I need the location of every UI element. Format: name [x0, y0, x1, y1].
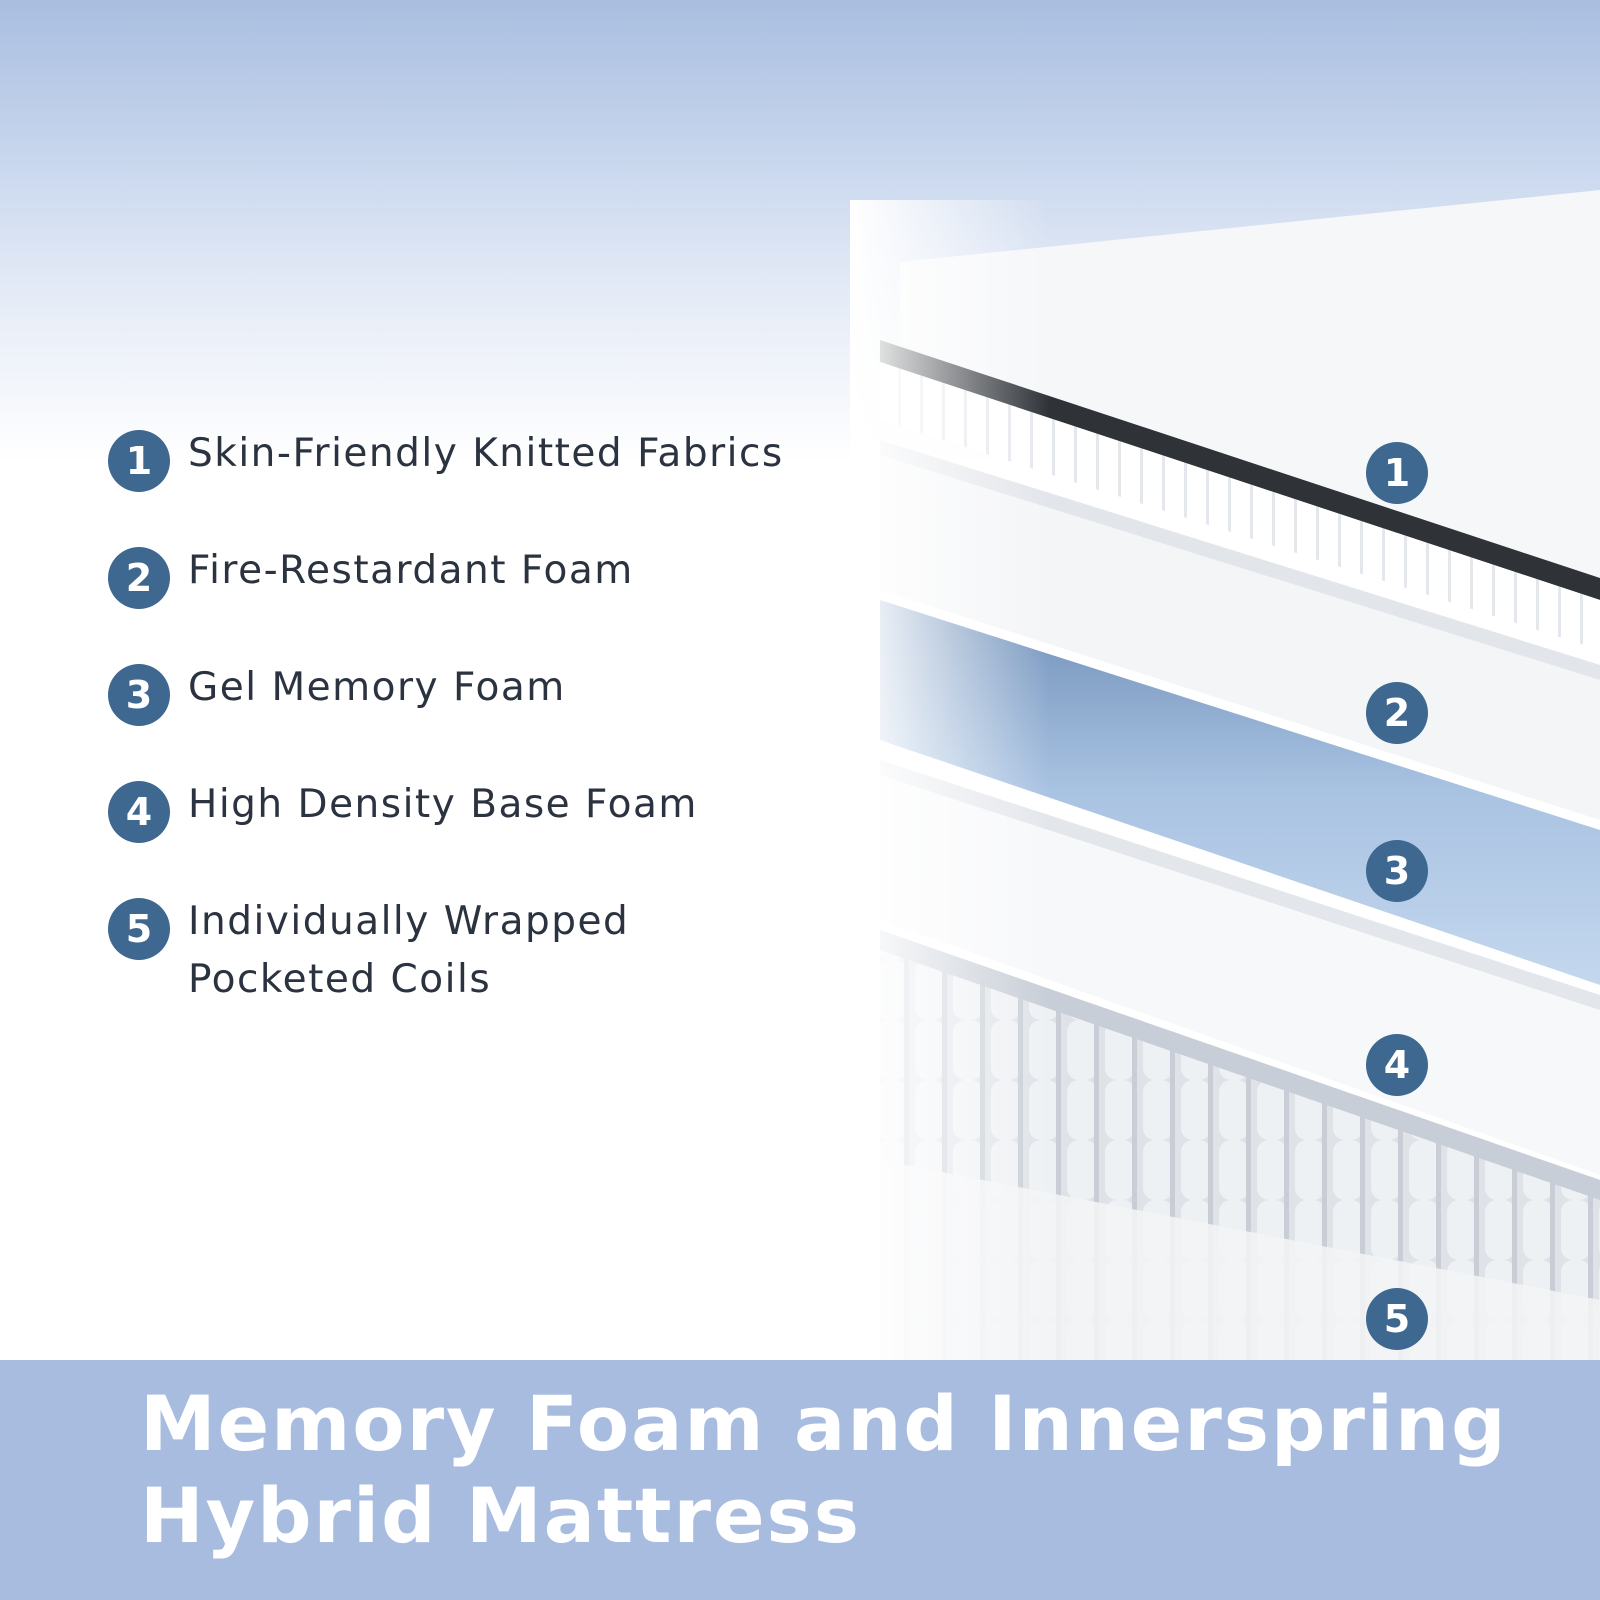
banner-title: Memory Foam and Innerspring Hybrid Mattr… — [140, 1378, 1580, 1562]
feature-number-badge: 4 — [108, 781, 170, 843]
feature-number-badge: 2 — [108, 547, 170, 609]
feature-item-5: 5 Individually Wrapped Pocketed Coils — [108, 893, 828, 1010]
layer-marker-1: 1 — [1366, 442, 1428, 504]
layer-marker-3: 3 — [1366, 840, 1428, 902]
layer-marker-2: 2 — [1366, 682, 1428, 744]
feature-number-badge: 1 — [108, 430, 170, 492]
feature-label: High Density Base Foam — [188, 782, 698, 827]
feature-label: Gel Memory Foam — [188, 665, 566, 710]
feature-item-2: 2 Fire-Restardant Foam — [108, 542, 828, 659]
layer-marker-5: 5 — [1366, 1288, 1428, 1350]
feature-label: Fire-Restardant Foam — [188, 548, 634, 593]
feature-item-3: 3 Gel Memory Foam — [108, 659, 828, 776]
layer-marker-4: 4 — [1366, 1034, 1428, 1096]
feature-label: Individually Wrapped Pocketed Coils — [188, 899, 630, 1002]
feature-number-badge: 5 — [108, 898, 170, 960]
banner-title-line-2: Hybrid Mattress — [140, 1471, 862, 1560]
title-banner: Memory Foam and Innerspring Hybrid Mattr… — [0, 1360, 1600, 1600]
feature-item-1: 1 Skin-Friendly Knitted Fabrics — [108, 425, 828, 542]
feature-list: 1 Skin-Friendly Knitted Fabrics 2 Fire-R… — [108, 425, 828, 1010]
feature-label: Skin-Friendly Knitted Fabrics — [188, 431, 784, 476]
feature-number-badge: 3 — [108, 664, 170, 726]
feature-item-4: 4 High Density Base Foam — [108, 776, 828, 893]
banner-title-line-1: Memory Foam and Innerspring — [140, 1379, 1508, 1468]
